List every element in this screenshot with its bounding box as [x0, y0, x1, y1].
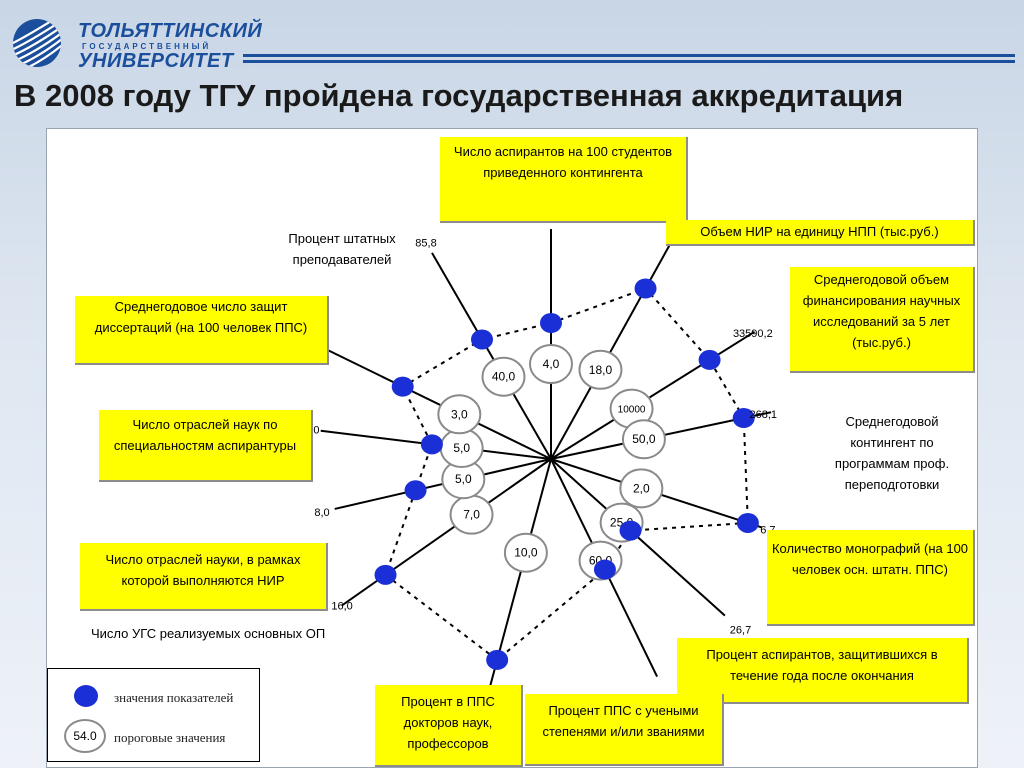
value-point — [634, 278, 657, 299]
value-point — [732, 408, 755, 429]
threshold-label: 18,0 — [589, 363, 613, 377]
value-point — [540, 313, 562, 333]
logo-text-line2: ГОСУДАРСТВЕННЫЙ — [82, 42, 212, 51]
logo-text-line3: УНИВЕРСИТЕТ — [78, 50, 234, 72]
axis-label-box: Среднегодовой объем финансирования научн… — [790, 267, 975, 373]
value-point — [471, 329, 493, 350]
threshold-label: 50,0 — [632, 432, 656, 446]
value-point — [593, 559, 616, 580]
value-point — [486, 649, 509, 670]
data-label: 8,0 — [314, 507, 329, 519]
value-point — [420, 434, 443, 455]
axis-label-text: Среднегодовой контингент по программам п… — [834, 414, 950, 492]
value-polygon — [384, 287, 749, 662]
value-point — [391, 376, 414, 397]
header-rule-top — [243, 54, 1015, 57]
radar-chart: 4,018,01000050,02,025,060,010,07,05,05,0… — [304, 210, 777, 707]
threshold-marker — [529, 344, 573, 384]
threshold-label: 40,0 — [492, 370, 516, 384]
threshold-marker — [621, 419, 666, 460]
value-point — [404, 480, 427, 501]
data-label: 268,1 — [749, 409, 777, 421]
axis-label-box: Процент в ППС докторов наук, профессоров — [375, 685, 523, 767]
threshold-marker — [503, 532, 548, 573]
university-logo: ТОЛЬЯТТИНСКИЙ ГОСУДАРСТВЕННЫЙ УНИВЕРСИТЕ… — [12, 12, 262, 72]
radar-spoke — [550, 330, 756, 460]
value-point — [736, 512, 759, 533]
axis-label-box: Процент ППС с учеными степенями и/или зв… — [525, 694, 724, 766]
radar-spoke — [431, 252, 552, 460]
value-point — [619, 520, 642, 541]
page-title: В 2008 году ТГУ пройдена государственная… — [14, 78, 904, 113]
logo-text-line1: ТОЛЬЯТТИНСКИЙ — [78, 20, 263, 42]
axis-label-box: Процент аспирантов, защитившихся в течен… — [677, 638, 969, 704]
axis-label-box: Среднегодовое число защит диссертаций (н… — [75, 296, 329, 365]
legend-threshold-label: пороговые значения — [114, 730, 226, 745]
globe-icon — [13, 19, 61, 67]
axis-label-box: Число аспирантов на 100 студентов привед… — [440, 137, 688, 223]
axis-label-text: Число УГС реализуемых основных ОП — [91, 626, 326, 641]
legend-values-label: значения показателей — [114, 690, 234, 705]
threshold-label: 10000 — [618, 405, 646, 416]
threshold-label: 5,0 — [453, 441, 470, 455]
threshold-label: 5,0 — [455, 472, 472, 486]
axis-label-box: Объем НИР на единицу НПП (тыс.руб.) — [666, 220, 975, 246]
value-point — [698, 349, 721, 370]
threshold-label: 3,0 — [451, 407, 468, 421]
threshold-marker — [437, 394, 482, 435]
chart-panel: 4,018,01000050,02,025,060,010,07,05,05,0… — [46, 128, 978, 768]
radar-spoke — [550, 241, 673, 460]
header-rule-bottom — [243, 60, 1015, 63]
threshold-marker — [481, 356, 526, 397]
legend-value-marker — [74, 685, 98, 707]
axis-label-box: Количество монографий (на 100 человек ос… — [767, 530, 975, 626]
threshold-label: 10,0 — [514, 546, 538, 560]
data-label: 85,8 — [415, 237, 436, 249]
threshold-marker — [578, 349, 623, 390]
value-point — [374, 564, 397, 585]
threshold-label: 7,0 — [463, 508, 480, 522]
legend-threshold-marker: 54.0 — [64, 719, 106, 753]
data-label: 16,0 — [331, 600, 352, 612]
threshold-label: 2,0 — [633, 481, 650, 495]
data-label: 33590,2 — [733, 328, 773, 340]
axis-label-box: Число отраслей науки, в рамках которой в… — [80, 543, 328, 611]
threshold-label: 4,0 — [543, 357, 560, 371]
data-label: 26,7 — [730, 625, 751, 637]
axis-label-box: Число отраслей наук по специальностям ас… — [99, 410, 313, 482]
legend: значения показателей 54.0 пороговые знач… — [47, 668, 260, 762]
radar-spoke — [325, 348, 552, 460]
threshold-marker — [619, 468, 664, 509]
axis-label-text: Процент штатных преподавателей — [288, 231, 396, 267]
